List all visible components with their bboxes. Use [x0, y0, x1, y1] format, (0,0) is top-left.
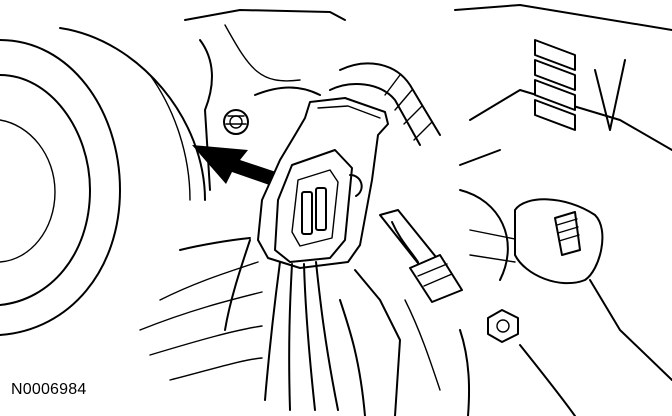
right-component-block — [454, 4, 672, 281]
upper-bracket — [184, 9, 346, 191]
lower-nut — [459, 309, 576, 416]
corrugated-hose — [329, 62, 441, 146]
electrical-connector — [257, 97, 389, 269]
bolt-upper-left — [223, 109, 249, 135]
wire-harness — [139, 239, 339, 411]
sensor-probe — [379, 209, 463, 303]
circular-housing — [0, 27, 206, 336]
lower-bracket — [179, 237, 441, 416]
figure-code: N0006984 — [9, 380, 89, 400]
callout-arrow-icon — [192, 145, 285, 188]
stud-mount — [514, 198, 672, 381]
